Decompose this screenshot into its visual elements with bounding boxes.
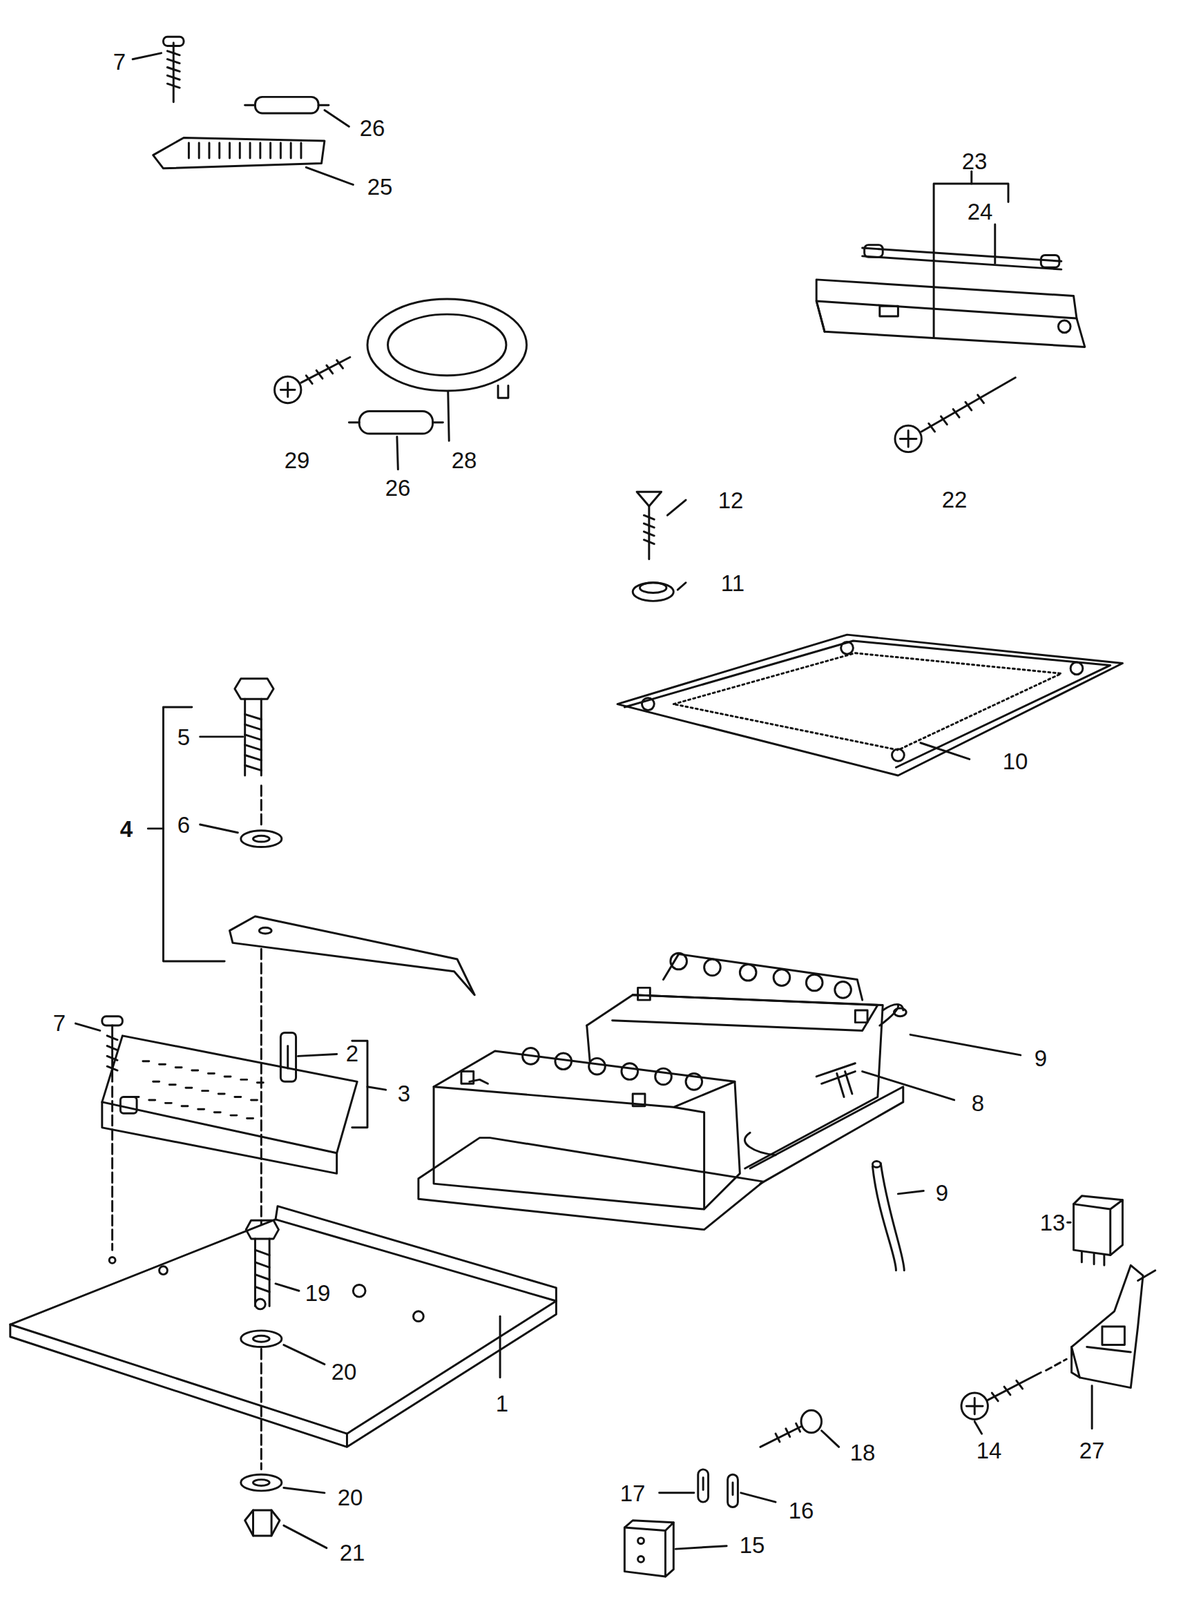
callout-number: 10 <box>1000 748 1031 775</box>
callout-number: 7 <box>111 49 128 75</box>
callout-number: 19 <box>303 1280 333 1306</box>
battery-tray <box>10 1206 557 1549</box>
callout-number: 23 <box>959 148 990 175</box>
callout-number: 12 <box>716 487 746 514</box>
callout-number: 6 <box>175 812 192 838</box>
callout-number: 22 <box>939 486 970 513</box>
relay <box>961 1196 1156 1434</box>
callout-number: 28 <box>449 447 480 474</box>
lamp-23 <box>816 171 1085 452</box>
callout-number: 17 <box>618 1480 648 1507</box>
callout-number: 9 <box>933 1180 951 1206</box>
callout-number: 27 <box>1077 1437 1108 1464</box>
fuse-box <box>75 1016 386 1251</box>
lamp-25 <box>132 36 353 185</box>
callout-number: 13 <box>1037 1209 1068 1236</box>
callout-number: 18 <box>848 1439 878 1466</box>
callout-number: 29 <box>282 447 313 474</box>
callout-number: 26 <box>383 475 413 501</box>
callout-number: 15 <box>737 1532 768 1559</box>
callout-number: 20 <box>335 1484 366 1511</box>
callout-number: 14 <box>974 1437 1005 1464</box>
callout-number: 25 <box>365 174 396 200</box>
callout-number: 24 <box>965 198 996 225</box>
battery-clamp <box>147 678 475 1226</box>
callout-number: 3 <box>395 1080 413 1107</box>
callout-number: 4 <box>118 816 135 842</box>
callout-number: 8 <box>969 1090 987 1117</box>
cover-plate <box>617 491 1123 776</box>
callout-number: 1 <box>493 1390 511 1417</box>
batteries <box>418 953 1021 1271</box>
lamp-28 <box>274 299 527 470</box>
callout-number: 9 <box>1032 1045 1050 1072</box>
callout-number: 20 <box>329 1359 360 1385</box>
callout-number: 7 <box>51 1010 68 1036</box>
callout-number: 11 <box>718 570 747 596</box>
callout-number: 5 <box>175 724 192 751</box>
callout-number: 26 <box>357 115 388 141</box>
connector-block <box>624 1410 839 1577</box>
callout-number: 2 <box>343 1040 361 1067</box>
callout-number: 16 <box>786 1497 817 1524</box>
callout-number: 21 <box>337 1540 368 1566</box>
